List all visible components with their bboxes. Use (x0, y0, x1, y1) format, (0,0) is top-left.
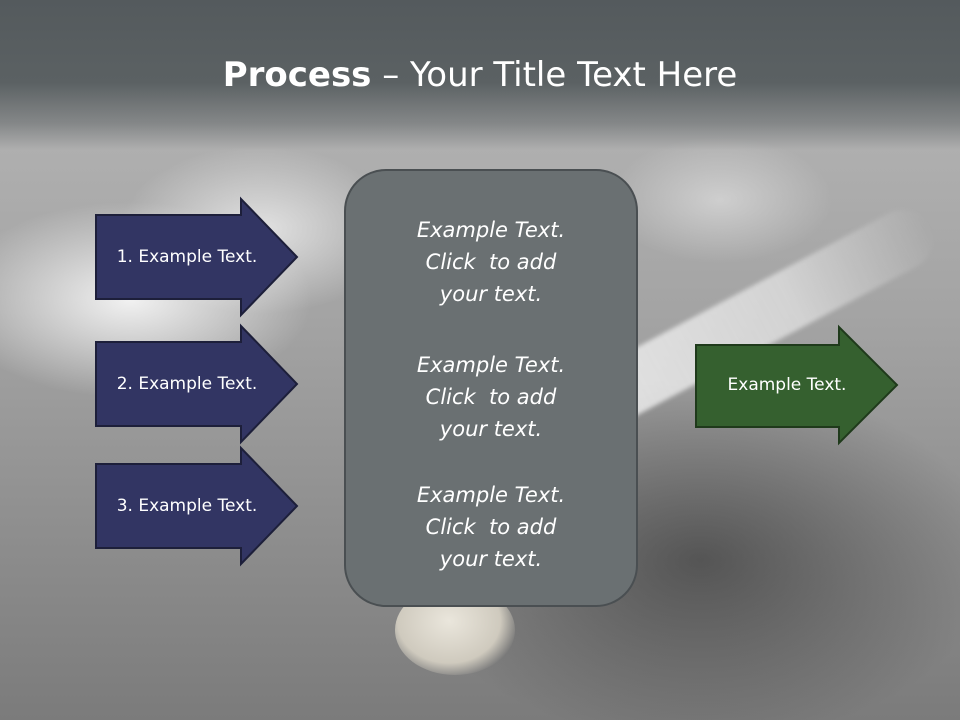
arrow-shape-icon (95, 196, 299, 318)
slide-title[interactable]: Process – Your Title Text Here (0, 50, 960, 100)
arrow-shape-icon (95, 445, 299, 567)
arrow-label-2: 2. Example Text. (116, 374, 258, 394)
center-line: Example Text. (416, 353, 566, 377)
center-text-block-1: Example Text. Click to add your text. (346, 214, 636, 310)
title-bar (0, 0, 960, 150)
center-text-box[interactable]: Example Text. Click to add your text. Ex… (344, 169, 638, 607)
center-line: Click to add (425, 385, 557, 409)
process-arrow-3[interactable]: 3. Example Text. (95, 445, 299, 567)
center-line: Example Text. (416, 483, 566, 507)
center-line: your text. (439, 417, 543, 441)
arrow-label-3: 3. Example Text. (116, 496, 258, 516)
center-line: Click to add (425, 515, 557, 539)
result-arrow[interactable]: Example Text. (695, 324, 899, 446)
center-text-block-2: Example Text. Click to add your text. (346, 349, 636, 445)
arrow-label-1: 1. Example Text. (116, 247, 258, 267)
center-line: Example Text. (416, 218, 566, 242)
arrow-shape-icon (95, 323, 299, 445)
center-line: your text. (439, 282, 543, 306)
arrow-shape-icon (695, 324, 899, 446)
result-arrow-label: Example Text. (727, 375, 847, 395)
center-line: Click to add (425, 250, 557, 274)
center-line: your text. (439, 547, 543, 571)
process-arrow-2[interactable]: 2. Example Text. (95, 323, 299, 445)
center-text-block-3: Example Text. Click to add your text. (346, 479, 636, 575)
title-bold: Process (222, 55, 372, 95)
process-arrow-1[interactable]: 1. Example Text. (95, 196, 299, 318)
title-rest: – Your Title Text Here (371, 55, 738, 95)
